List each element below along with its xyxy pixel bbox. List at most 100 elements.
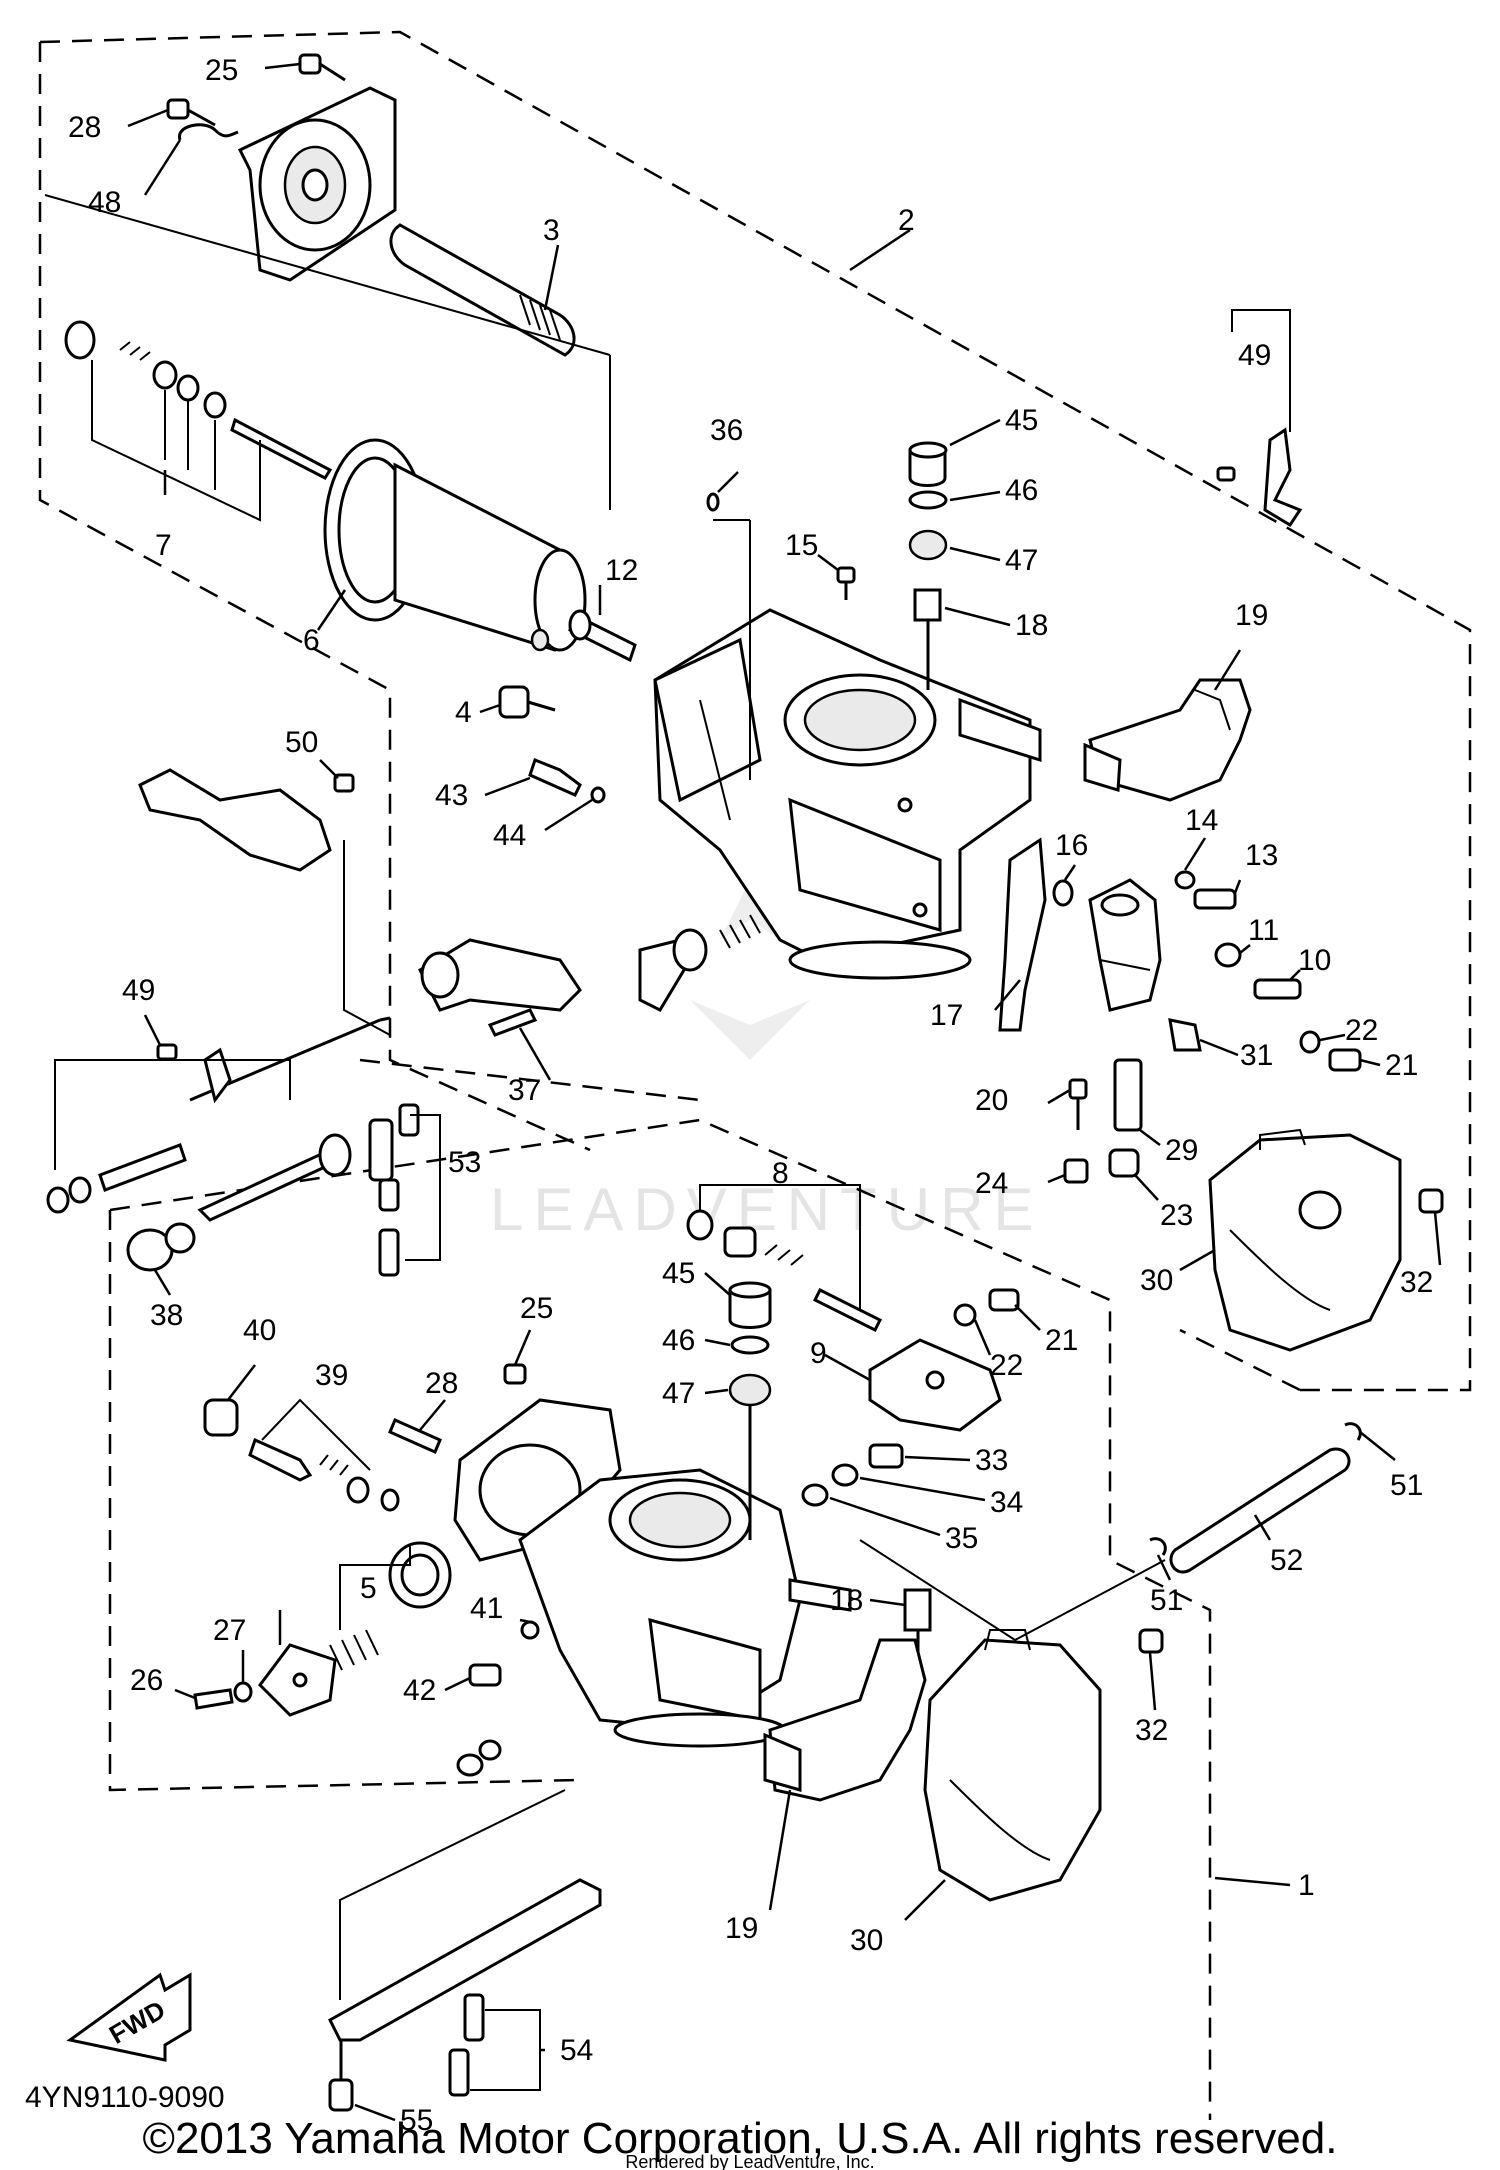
callout-51-lower: 51 <box>1150 1584 1183 1617</box>
ref-line-3 <box>44 194 611 356</box>
callout-36: 36 <box>710 414 743 447</box>
callout-50: 50 <box>285 726 318 759</box>
callout-1: 1 <box>1298 1869 1315 1902</box>
leadventure-watermark: LEADVENTURE <box>490 880 1043 1243</box>
callout-32: 32 <box>1400 1266 1433 1299</box>
gasket-17 <box>998 837 1047 1032</box>
fitting-4 <box>498 685 556 719</box>
screw-21-upper <box>1328 1048 1362 1072</box>
callout-44: 44 <box>493 819 526 852</box>
callout-28-lower: 28 <box>425 1367 458 1400</box>
callout-53: 53 <box>448 1146 481 1179</box>
callout-25-lower: 25 <box>520 1292 553 1325</box>
cap-40 <box>203 1398 239 1437</box>
choke-fitting-45-46-47-upper <box>908 441 948 690</box>
float-19-upper <box>1083 678 1252 802</box>
link-bracket-49-upper <box>1216 309 1303 528</box>
screw-10 <box>1253 978 1302 1000</box>
washer-34 <box>831 1463 859 1487</box>
callout-19-lower: 19 <box>725 1912 758 1945</box>
screw-42 <box>468 1663 502 1687</box>
oring-16 <box>1052 879 1074 907</box>
screw-43 <box>528 758 582 797</box>
callout-23: 23 <box>1160 1199 1193 1232</box>
screw-21-lower <box>988 1288 1020 1312</box>
fuel-fitting-block <box>1088 878 1162 1012</box>
throttle-stop-53 <box>197 1103 441 1277</box>
callout-38: 38 <box>150 1299 183 1332</box>
washers-38 <box>126 1222 196 1272</box>
callout-18: 18 <box>1015 609 1048 642</box>
callout-22: 22 <box>1345 1014 1378 1047</box>
callout-4: 4 <box>455 696 472 729</box>
callout-29: 29 <box>1165 1134 1198 1167</box>
washer-27 <box>233 1681 253 1703</box>
callout-41: 41 <box>470 1592 503 1625</box>
float-bowl-30-upper <box>1208 1128 1402 1352</box>
clip-48 <box>178 123 239 141</box>
hose-52 <box>1169 1447 1351 1574</box>
callout-52: 52 <box>1270 1544 1303 1577</box>
callout-49-lower: 49 <box>122 974 155 1007</box>
filter-29 <box>1113 1058 1143 1132</box>
jet-needle-kit-7 <box>64 320 333 522</box>
callout-47-lower: 47 <box>662 1377 695 1410</box>
washer-22-upper <box>1299 1030 1321 1054</box>
callout-32-lower: 32 <box>1135 1714 1168 1747</box>
callout-54: 54 <box>560 2034 593 2067</box>
assembly-outline-1 <box>108 1058 1212 2120</box>
vacuum-piston-6 <box>323 438 587 652</box>
copyright-notice: ©2013 Yamaha Motor Corporation, U.S.A. A… <box>143 2114 1338 2163</box>
screw-25-upper <box>298 53 346 82</box>
callout-labels: 25 28 48 3 2 7 6 36 45 46 47 15 18 12 4 … <box>68 54 1433 2137</box>
svg-text:LEADVENTURE: LEADVENTURE <box>490 1176 1043 1243</box>
callout-12: 12 <box>605 554 638 587</box>
oring-44 <box>590 786 606 804</box>
callout-16: 16 <box>1055 829 1088 862</box>
spring-3 <box>389 223 576 357</box>
idle-screw-assembly <box>638 914 761 1012</box>
callout-8: 8 <box>772 1157 789 1190</box>
callout-31: 31 <box>1240 1039 1273 1072</box>
callout-40: 40 <box>243 1314 276 1347</box>
callout-46-lower: 46 <box>662 1324 695 1357</box>
throttle-link-49-lower <box>46 1043 291 1214</box>
carburetor-body-upper <box>653 608 1042 980</box>
float-bowl-30-lower <box>923 1629 1102 1902</box>
lever-9 <box>868 1338 1002 1432</box>
screw-32-upper <box>1418 1188 1444 1214</box>
callout-35: 35 <box>945 1522 978 1555</box>
callout-5: 5 <box>360 1572 377 1605</box>
callout-27: 27 <box>213 1614 246 1647</box>
callout-33: 33 <box>975 1444 1008 1477</box>
washer-35 <box>801 1483 829 1507</box>
mixture-screw-kit-8 <box>686 1184 883 1333</box>
accel-pump-5 <box>329 1541 452 1671</box>
fitting-41 <box>520 1620 540 1640</box>
callout-14: 14 <box>1185 804 1218 837</box>
washer-lower-b <box>478 1739 502 1761</box>
callout-15: 15 <box>785 529 818 562</box>
cap-24 <box>1063 1158 1089 1184</box>
callout-19: 19 <box>1235 599 1268 632</box>
callout-3: 3 <box>543 214 560 247</box>
callout-39: 39 <box>315 1359 348 1392</box>
choke-fitting-45-46-47-lower <box>728 1281 772 1540</box>
throttle-lever-50 <box>138 768 391 1036</box>
callout-22-lower: 22 <box>990 1349 1023 1382</box>
plug-23 <box>1108 1148 1140 1178</box>
washer-11 <box>1214 942 1242 968</box>
callout-37: 37 <box>508 1074 541 1107</box>
pilot-jet-12 <box>568 609 637 663</box>
callout-28: 28 <box>68 111 101 144</box>
screw-15 <box>836 566 856 600</box>
callout-2: 2 <box>898 204 915 237</box>
callout-49: 49 <box>1238 339 1271 372</box>
callout-7: 7 <box>155 529 172 562</box>
washer-lower <box>456 1753 484 1777</box>
screw-20 <box>1068 1078 1088 1130</box>
callout-25: 25 <box>205 54 238 87</box>
throttle-pulley <box>418 938 582 1012</box>
screw-32-lower <box>1138 1628 1164 1654</box>
